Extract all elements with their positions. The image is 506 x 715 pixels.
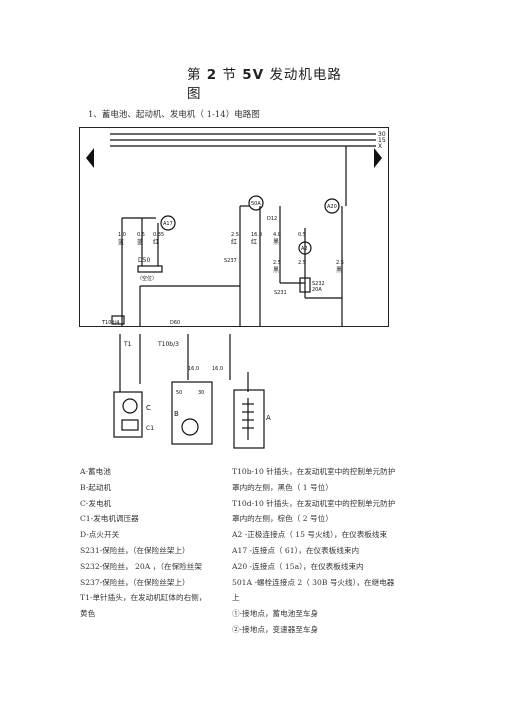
label-terminal-50: 50	[176, 390, 182, 396]
wire-color-5: 红	[251, 238, 257, 246]
starter-b-box	[171, 381, 213, 445]
fuse-s232	[299, 277, 311, 293]
legend-item: A2 -正极连接点（ 15 号火线），在仪表板线束	[232, 530, 388, 540]
label-d60: D60	[170, 320, 180, 326]
title-section-word: 节	[222, 67, 237, 83]
connector-t10d	[111, 315, 125, 325]
legend-item: T10d-10 针插头，在发动机室中的控制单元防护	[232, 498, 396, 508]
legend-left: A-蓄电池 B-起动机 C-发电机 C1-发电机调压器 D-点火开关 S231-…	[80, 464, 226, 622]
label-16-a: 16.0	[188, 366, 199, 372]
label-t10b: T10b/3	[157, 341, 179, 348]
connector-d50	[137, 265, 163, 273]
diagram-caption: 1、蓄电池、起动机、发电机（ 1-14）电路图	[88, 110, 260, 120]
wire-color-8: 黑	[273, 267, 279, 274]
title-suffix: 发动机电路	[269, 67, 342, 83]
legend-item: A-蓄电池	[80, 467, 111, 476]
title-line2: 图	[187, 86, 202, 102]
legend-item: C1-发电机调压器	[80, 514, 139, 524]
wire-gauge-10: 2.5	[336, 260, 344, 266]
regulator-c1-box	[121, 419, 139, 431]
label-d50-note: （空位）	[137, 275, 157, 282]
wire-gauge-5: 16.0	[251, 232, 262, 238]
wire-gauge-3: 0.35	[153, 232, 164, 238]
wire-color-10: 黑	[336, 267, 342, 274]
label-s237: S237	[224, 258, 237, 264]
legend-item: S232-保险丝， 20A ，（在保险丝架	[80, 561, 202, 571]
legend-item: S231-保险丝，（在保险丝架上）	[80, 545, 190, 555]
label-s232-amp: 20A	[312, 287, 322, 293]
wire-gauge-1: 1.0	[118, 232, 126, 238]
wire-color-1: 蓝	[118, 238, 124, 246]
arrow-left-icon	[86, 148, 94, 168]
wire-gauge-4: 2.5	[231, 232, 239, 238]
label-t1: T1	[123, 341, 132, 348]
legend-item: C-发电机	[80, 498, 112, 508]
legend-item: S237-保险丝，（在保险丝架上）	[80, 577, 190, 587]
wire-color-4: 红	[231, 238, 237, 246]
label-b: B	[174, 410, 179, 418]
legend-item: ②-接地点，变速器至车身	[232, 624, 319, 634]
wire-gauge-2: 0.5	[137, 232, 145, 238]
bus-label-x: X	[378, 143, 382, 150]
circuit-diagram-lower: T1 T10b/3 16.0 16.0 50 30 C C1 B A	[100, 332, 290, 462]
legend-item: D-点火开关	[80, 530, 120, 540]
legend-item: 罩内的左侧，棕色（ 2 号位）	[232, 514, 333, 524]
wire-color-2: 蓝	[137, 238, 143, 246]
wire-color-6: 黑	[273, 239, 279, 246]
generator-c-circle	[122, 398, 138, 414]
relay-label-50a: 50A	[251, 201, 261, 207]
relay-a17-circle	[160, 215, 176, 231]
relay-label-a2: A2	[301, 246, 308, 252]
legend-item: 黄色	[80, 609, 96, 619]
relay-label-a20: A20	[327, 204, 337, 210]
title-engine-code: 5V	[242, 67, 265, 83]
label-c: C	[146, 404, 151, 412]
legend-item: T1-单针插头，在发动机缸体的右侧，	[80, 593, 207, 603]
title-section-number: 2	[206, 67, 218, 83]
starter-b-circle	[181, 418, 199, 436]
label-d12: D12	[267, 216, 277, 222]
relay-label-a17: A17	[163, 221, 173, 227]
label-a: A	[266, 414, 271, 422]
legend-item: A17 -连接点（ 61），在仪表板线束内	[232, 545, 360, 555]
legend-item: 上	[232, 593, 240, 603]
bus-label-30: 30	[378, 131, 386, 138]
label-d50: D50	[138, 257, 150, 264]
page-title: 第 2 节 5V 发动机电路 图	[187, 66, 357, 104]
legend-item: A20 -连接点（ 15a），在仪表板线束内	[232, 561, 364, 571]
legend-item: B-起动机	[80, 482, 112, 492]
legend-item: 501A -螺栓连接点 2（ 30B 号火线），在继电器	[232, 577, 395, 587]
label-t10d: T10d/4	[101, 320, 119, 326]
label-s231: S231	[274, 290, 287, 296]
generator-c-box	[113, 391, 143, 438]
title-prefix: 第	[187, 67, 202, 83]
relay-a20-circle	[324, 198, 340, 214]
circuit-lower-svg: T1 T10b/3 16.0 16.0 50 30 C C1 B A	[113, 334, 271, 449]
bus-label-15: 15	[378, 137, 386, 144]
wire-gauge-9: 2.5	[298, 260, 306, 266]
battery-a-box	[233, 389, 265, 449]
legend-item: T10b-10 针插头，在发动机室中的控制单元防护	[232, 467, 396, 476]
label-c1: C1	[146, 425, 154, 432]
relay-50a-circle	[248, 195, 264, 211]
legend-item: 罩内的左侧，黑色（ 1 号位）	[232, 482, 333, 492]
legend-item: ①-接地点，蓄电池至车身	[232, 609, 319, 619]
circuit-diagram-upper: 30 15 X A17 50A A20 A2 D12 1.0 0.5 0.35 …	[79, 127, 389, 327]
wire-gauge-8: 2.5	[273, 260, 281, 266]
circuit-diagram-svg: 30 15 X A17 50A A20 A2 D12 1.0 0.5 0.35 …	[101, 131, 386, 326]
arrow-right-icon	[374, 148, 382, 168]
relay-a2-circle	[298, 241, 312, 255]
wire-gauge-6: 4.0	[273, 232, 281, 238]
wire-color-3: 红	[153, 238, 159, 246]
label-16-b: 16.0	[212, 366, 223, 372]
wire-gauge-7: 0.5	[298, 232, 306, 238]
label-s232: S232	[312, 281, 325, 287]
legend-right: T10b-10 针插头，在发动机室中的控制单元防护 罩内的左侧，黑色（ 1 号位…	[232, 464, 428, 638]
label-terminal-30: 30	[198, 390, 204, 396]
